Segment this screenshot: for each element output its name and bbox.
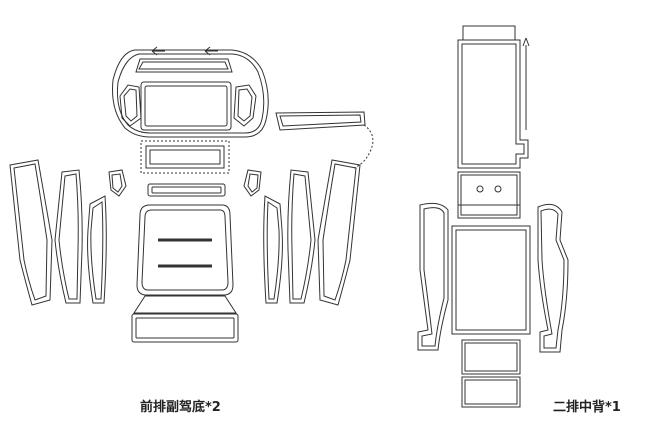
right-wing-piece [537, 203, 569, 353]
angled-strip-piece [275, 111, 374, 169]
top-console-piece [112, 46, 269, 138]
right-side-strips [243, 159, 361, 306]
front-passenger-base-set [9, 46, 374, 343]
upper-back-panel [457, 25, 530, 169]
middle-block-panel [457, 171, 521, 219]
second-row-middle-back-caption: 二排中背*1 [553, 400, 621, 415]
seat-base-piece [131, 204, 239, 343]
front-passenger-base-caption: 前排副驾底*2 [140, 400, 221, 415]
slot-piece [140, 140, 230, 174]
small-bar-piece [147, 183, 226, 197]
lower-back-panel [451, 225, 531, 408]
left-wing-piece [417, 202, 449, 351]
left-side-strips [9, 159, 127, 306]
second-row-middle-back-set [417, 25, 569, 408]
